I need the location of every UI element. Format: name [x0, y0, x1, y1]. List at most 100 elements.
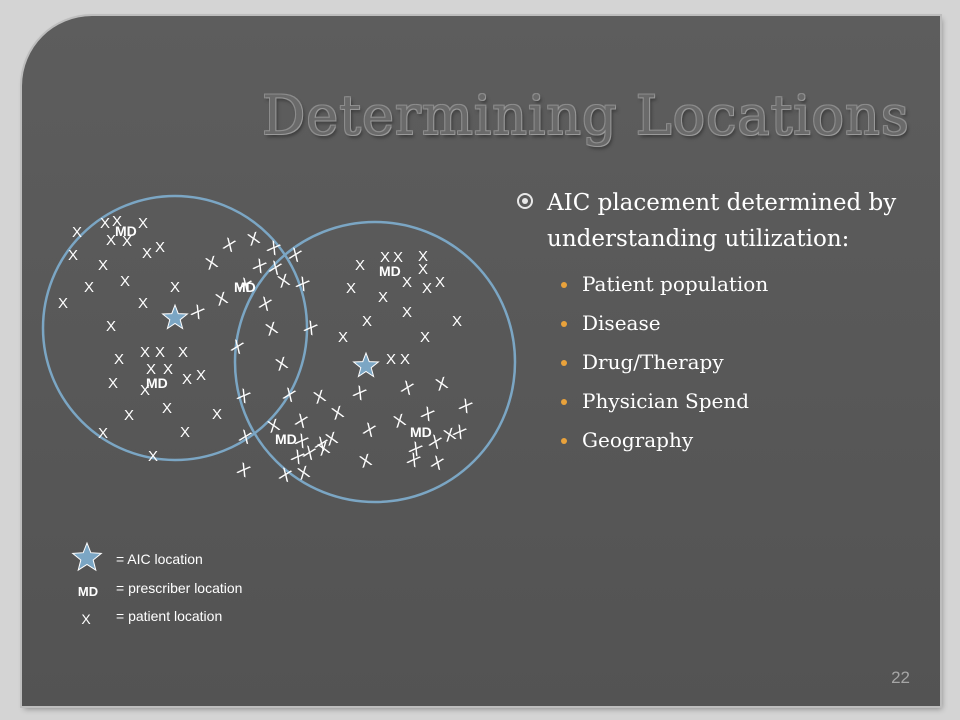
patient-x-mark: X	[346, 280, 356, 297]
prescriber-md-marker: MD	[146, 375, 168, 391]
aic-star-icon	[352, 351, 380, 378]
patient-x-mark: X	[402, 274, 412, 291]
patient-x-mark: X	[178, 344, 188, 361]
patient-x-mark: X	[122, 233, 132, 250]
patient-x-mark: X	[148, 448, 158, 465]
patient-x-mark: X	[106, 318, 116, 335]
slide-frame	[22, 16, 940, 706]
patient-x-mark: X	[213, 288, 230, 310]
legend-patient-label: = patient location	[116, 608, 222, 624]
patient-x-mark: X	[58, 295, 68, 312]
patient-x-mark: X	[293, 410, 311, 432]
prescriber-md-marker: MD	[115, 223, 137, 239]
patient-x-mark: X	[188, 301, 207, 323]
patient-x-mark: X	[84, 279, 94, 296]
patient-x-mark: X	[155, 239, 165, 256]
legend-star-icon	[71, 541, 103, 572]
patient-x-mark: X	[378, 289, 388, 306]
patient-x-mark: X	[162, 400, 172, 417]
patient-x-mark: X	[108, 375, 118, 392]
patient-x-mark: X	[203, 252, 220, 274]
patient-x-mark: X	[362, 313, 372, 330]
legend-prescriber-label: = prescriber location	[116, 580, 242, 596]
patient-x-mark: X	[245, 228, 262, 250]
patient-x-mark: X	[361, 419, 379, 441]
patient-x-mark: X	[301, 317, 320, 339]
patient-x-mark: X	[212, 406, 222, 423]
patient-x-mark: X	[315, 438, 332, 460]
sub-bullet-drug-therapy: Drug/Therapy	[561, 343, 915, 382]
patient-x-mark: X	[140, 344, 150, 361]
dot-bullet-icon	[561, 321, 567, 327]
prescriber-md-marker: MD	[275, 431, 297, 447]
prescriber-md-marker: MD	[379, 263, 401, 279]
patient-x-mark: X	[281, 384, 299, 406]
bullet-list: AIC placement determined by understandin…	[515, 185, 915, 460]
patient-x-mark: X	[275, 270, 292, 292]
patient-x-mark: X	[170, 279, 180, 296]
patient-x-mark: X	[357, 450, 374, 472]
patient-x-mark: X	[420, 329, 430, 346]
patient-x-mark: X	[418, 261, 428, 278]
sub-bullet-physician-spend: Physician Spend	[561, 382, 915, 421]
patient-x-mark: X	[391, 410, 408, 432]
dot-bullet-icon	[561, 360, 567, 366]
patient-x-mark: X	[399, 377, 417, 399]
patient-x-mark: X	[140, 382, 150, 399]
main-bullet: AIC placement determined by understandin…	[515, 185, 915, 257]
legend: MD X = AIC location = prescriber locatio…	[71, 541, 242, 627]
sub-bullet-label: Geography	[582, 428, 694, 452]
patient-x-mark: X	[106, 232, 116, 249]
patient-x-mark: X	[350, 382, 369, 404]
patient-x-mark: X	[386, 351, 396, 368]
sub-bullet-geography: Geography	[561, 421, 915, 460]
patient-x-mark: X	[112, 213, 122, 230]
sub-bullet-list: Patient population Disease Drug/Therapy …	[515, 265, 915, 460]
prescriber-md-marker: MD	[234, 279, 256, 295]
sub-bullet-label: Patient population	[582, 272, 769, 296]
patient-x-mark: X	[287, 244, 305, 266]
page-number: 22	[891, 668, 910, 687]
main-bullet-text: AIC placement determined by understandin…	[547, 190, 897, 252]
patient-x-mark: X	[98, 257, 108, 274]
patient-x-mark: X	[441, 424, 458, 446]
sub-bullet-patient-population: Patient population	[561, 265, 915, 304]
patient-x-mark: X	[180, 424, 190, 441]
patient-x-mark: X	[257, 293, 275, 315]
patient-x-mark: X	[263, 318, 280, 340]
patient-x-mark: X	[393, 249, 403, 266]
patient-x-mark: X	[329, 402, 346, 424]
patient-x-mark: X	[229, 336, 247, 358]
patient-x-mark: X	[400, 351, 410, 368]
patient-x-mark: X	[418, 403, 437, 425]
slide-title: Determining Locations	[262, 84, 910, 147]
patient-x-mark: X	[456, 395, 475, 417]
legend-x-symbol: X	[81, 611, 91, 627]
patient-x-mark: X	[221, 234, 239, 256]
patient-x-mark: X	[124, 407, 134, 424]
sub-bullet-label: Drug/Therapy	[582, 350, 724, 374]
circle-bullet-icon	[517, 193, 533, 209]
left-service-area-circle	[41, 194, 309, 462]
patient-x-mark: X	[435, 274, 445, 291]
patient-x-mark: X	[422, 280, 432, 297]
legend-aic-label: = AIC location	[116, 551, 203, 567]
patient-x-mark: X	[380, 249, 390, 266]
patient-x-mark: X	[163, 361, 173, 378]
patient-x-mark: X	[429, 452, 447, 474]
patient-x-mark: X	[100, 215, 110, 232]
patient-x-mark: X	[146, 361, 156, 378]
patient-x-mark: X	[265, 415, 282, 437]
dot-bullet-icon	[561, 282, 567, 288]
sub-bullet-label: Disease	[582, 311, 661, 335]
patient-x-mark: X	[433, 373, 450, 395]
patient-x-mark: X	[98, 425, 108, 442]
sub-bullet-label: Physician Spend	[582, 389, 750, 413]
patient-x-mark: X	[138, 215, 148, 232]
patient-x-mark: X	[273, 353, 290, 375]
patient-x-mark: X	[355, 257, 365, 274]
patient-x-mark: X	[138, 295, 148, 312]
legend-md-symbol: MD	[78, 584, 98, 599]
